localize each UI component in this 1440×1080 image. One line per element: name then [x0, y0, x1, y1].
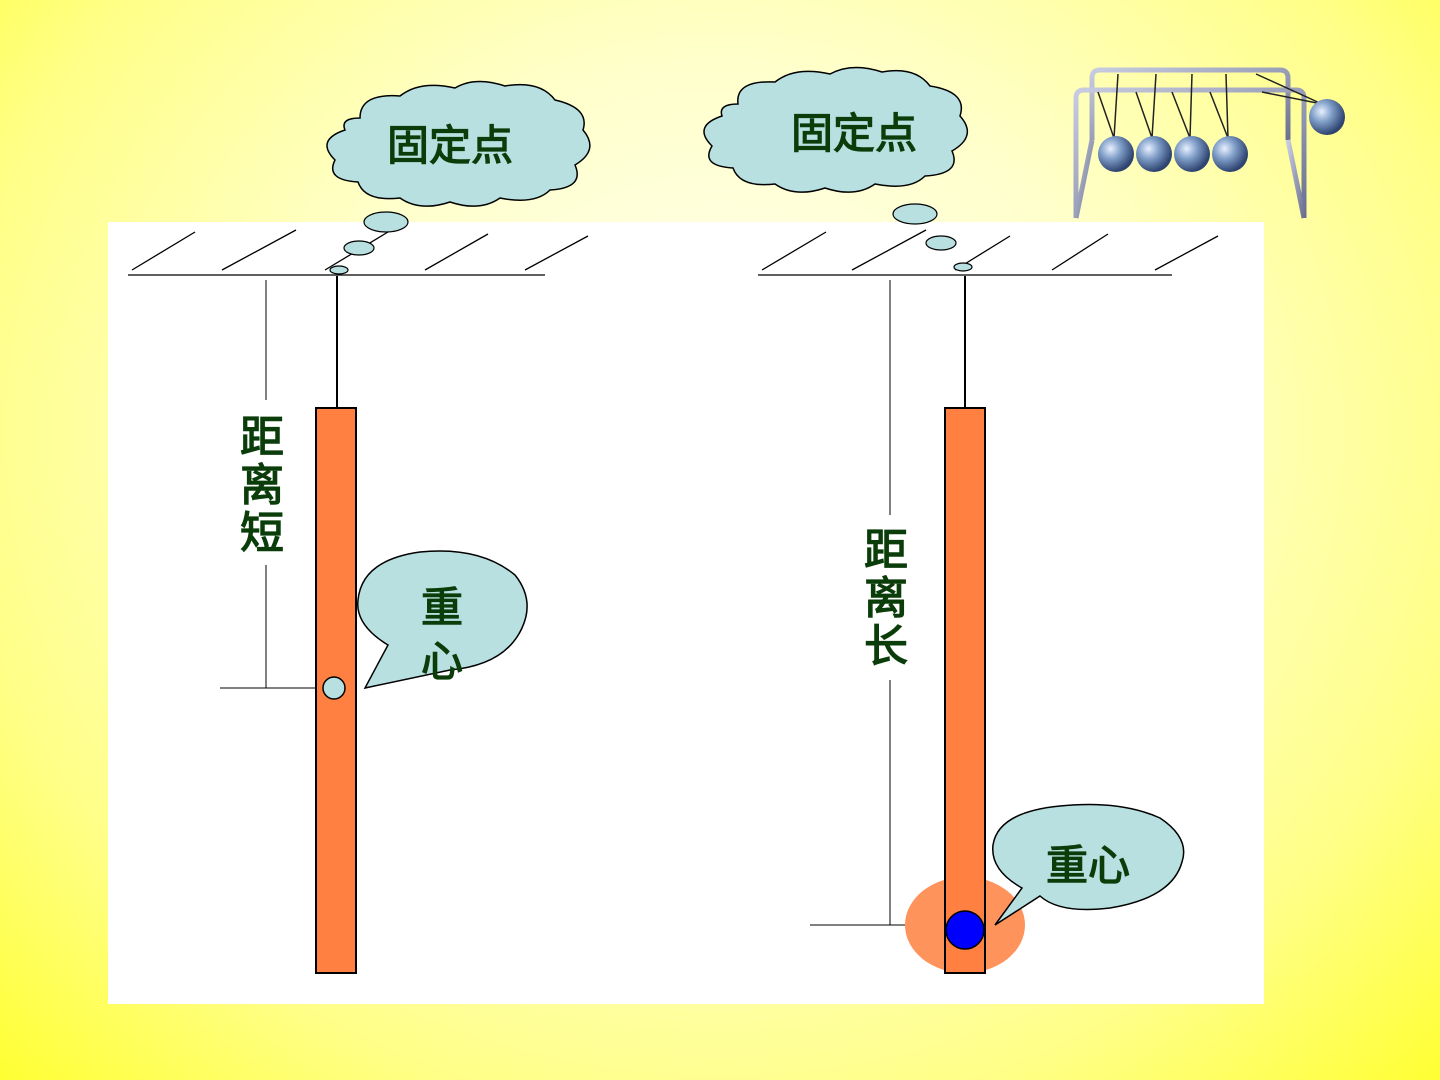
left-distance-marker — [220, 280, 318, 689]
right-callout-label: 重心 — [1046, 841, 1130, 890]
left-ceiling — [128, 229, 589, 276]
right-distance-char-1: 距 — [864, 525, 908, 576]
left-center-callout — [357, 550, 528, 690]
left-cloud-label: 固定点 — [387, 121, 513, 170]
right-cloud-trail — [892, 203, 973, 272]
right-distance-label: 距 离 长 — [864, 525, 908, 672]
right-center-callout — [992, 803, 1185, 926]
left-distance-label: 距 离 短 — [240, 412, 284, 559]
right-cloud-label: 固定点 — [791, 109, 917, 158]
right-distance-char-3: 长 — [864, 621, 908, 672]
left-distance-char-3: 短 — [240, 508, 284, 559]
right-center-of-gravity-dot — [945, 910, 985, 950]
right-pendulum-diagram: 固定点 距 离 长 重心 — [703, 66, 1219, 974]
right-cloud-callout — [703, 66, 969, 193]
left-callout-char-1: 重 — [421, 583, 463, 632]
left-distance-char-1: 距 — [240, 412, 284, 463]
left-cloud-trail — [329, 211, 409, 275]
left-distance-char-2: 离 — [240, 460, 284, 511]
left-cloud-callout — [326, 80, 591, 207]
left-center-of-gravity-dot — [322, 676, 346, 700]
left-callout-char-2: 心 — [421, 637, 463, 686]
right-distance-char-2: 离 — [864, 573, 908, 624]
left-pendulum-diagram: 固定点 距 离 短 重 心 — [128, 80, 591, 974]
right-distance-marker — [810, 280, 905, 926]
right-ceiling — [758, 229, 1219, 276]
right-rod — [944, 407, 986, 974]
newtons-cradle-icon — [1073, 67, 1345, 219]
